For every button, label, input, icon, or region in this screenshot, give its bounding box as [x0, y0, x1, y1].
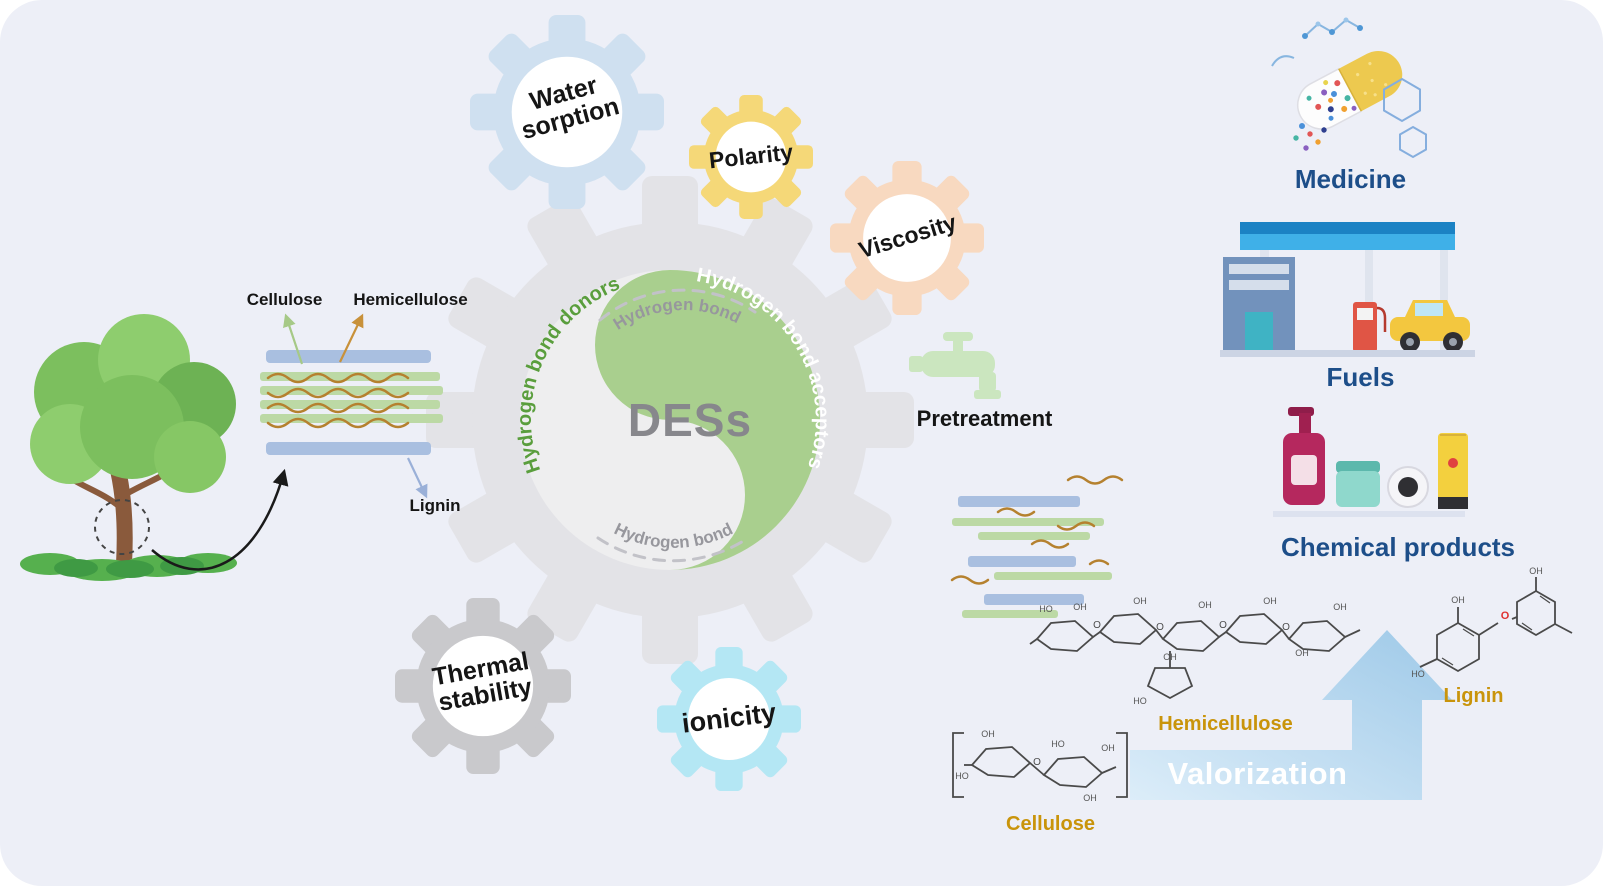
- svg-text:OH: OH: [1333, 602, 1347, 612]
- hemicellulose-pointer-arrow: [339, 313, 364, 363]
- deconstructed-biomass-panel: [950, 475, 1124, 618]
- medicine-label: Medicine: [1294, 164, 1407, 194]
- medicine-illustration: [1271, 17, 1427, 159]
- svg-text:OH: OH: [1198, 600, 1212, 610]
- ground: [1220, 350, 1475, 357]
- svg-text:HO: HO: [1039, 604, 1053, 614]
- molecule-chain: [1271, 17, 1363, 67]
- biomass-bars: [260, 350, 443, 455]
- biomass-hemicellulose-label: Hemicellulose: [353, 290, 468, 309]
- svg-text:OH: OH: [1295, 648, 1309, 658]
- left-bracket: [952, 732, 964, 798]
- cellulose-ring-oxygens: O: [1033, 757, 1041, 768]
- lignin-structure: O OH OH HO: [1411, 566, 1573, 679]
- station-building: [1223, 257, 1295, 352]
- cellulose-structure: O OH HO HO OH OH: [952, 729, 1128, 803]
- tree-illustration: [20, 314, 237, 581]
- canopy-top: [1240, 222, 1455, 234]
- svg-text:OH: OH: [1133, 596, 1147, 606]
- svg-text:OH: OH: [1263, 596, 1277, 606]
- hydrogen-bond-top-dashed-arc: [598, 288, 757, 322]
- faucet-icon: [909, 332, 1001, 399]
- cellulose-pointer-arrow: [283, 313, 304, 365]
- compact-jar: [1387, 466, 1429, 508]
- benzene-hexagons: [1383, 77, 1427, 159]
- svg-text:O: O: [1033, 757, 1041, 768]
- svg-text:OH: OH: [1101, 743, 1115, 753]
- svg-text:OH: OH: [1451, 595, 1465, 605]
- hemicellulose-structure: O O O O HO OH OH OH OH OH OH OH HO: [1029, 596, 1361, 706]
- hydrogen-bond-bottom-dashed-arc: [596, 536, 750, 563]
- cellulose-hydroxyls: OH HO HO OH OH: [955, 729, 1115, 803]
- yin-yang-green-half: [595, 270, 820, 570]
- svg-text:OH: OH: [1529, 566, 1543, 576]
- structure-lignin-label: Lignin: [1443, 685, 1504, 707]
- svg-text:OH: OH: [1073, 602, 1087, 612]
- biomass-strands: [266, 372, 410, 429]
- biomass-structure-panel: [260, 313, 443, 499]
- svg-text:OH: OH: [1083, 793, 1097, 803]
- svg-text:O: O: [1156, 622, 1164, 633]
- canopy: [1240, 234, 1455, 250]
- shelf: [1273, 511, 1465, 517]
- svg-text:HO: HO: [955, 771, 969, 781]
- fuel-station-illustration: [1220, 222, 1475, 357]
- lignin-pointer-arrow: [407, 457, 428, 499]
- cream-jar: [1336, 461, 1380, 507]
- free-strands: [950, 475, 1124, 585]
- svg-text:HO: HO: [1051, 739, 1065, 749]
- svg-text:O: O: [1093, 620, 1101, 631]
- right-bracket: [1116, 732, 1128, 798]
- valorization-arrow: [1130, 630, 1452, 800]
- biomass-lignin-label: Lignin: [409, 496, 461, 515]
- svg-text:HO: HO: [1411, 669, 1425, 679]
- valorization-label: Valorization: [1167, 756, 1348, 791]
- lignin-ether-oxygen: O: [1501, 610, 1510, 622]
- biomass-cellulose-label: Cellulose: [246, 290, 323, 309]
- spilled-granules: [1293, 123, 1327, 151]
- svg-text:O: O: [1282, 622, 1290, 633]
- fuel-dispenser: [1353, 302, 1387, 352]
- deconstructed-bars: [952, 496, 1112, 618]
- des-central-gear: Hydrogen bond donors Hydrogen bond accep…: [426, 176, 914, 664]
- pretreatment-label: Pretreatment: [916, 406, 1053, 431]
- trunk-zoom-dashed-circle: [94, 499, 150, 555]
- svg-text:O: O: [1219, 620, 1227, 631]
- capsule: [1297, 50, 1403, 130]
- structure-hemicellulose-label: Hemicellulose: [1158, 713, 1293, 735]
- capsule-speckles: [1356, 61, 1388, 97]
- des-title: DESs: [628, 394, 752, 446]
- svg-text:OH: OH: [1163, 652, 1177, 662]
- svg-text:OH: OH: [981, 729, 995, 739]
- chemical-products-illustration: [1273, 407, 1468, 517]
- svg-text:HO: HO: [1133, 696, 1147, 706]
- pump-bottle: [1283, 407, 1325, 505]
- tube: [1438, 433, 1468, 509]
- structure-cellulose-label: Cellulose: [1006, 813, 1095, 835]
- hemicellulose-hydroxyls: HO OH OH OH OH OH OH OH HO: [1039, 596, 1347, 706]
- lignin-hydroxyls: OH OH HO: [1411, 566, 1543, 679]
- capsule-granules: [1306, 80, 1357, 121]
- car: [1390, 300, 1470, 352]
- tree-canopy: [30, 314, 236, 493]
- chemical-products-label: Chemical products: [1280, 532, 1516, 562]
- hemicellulose-ring-oxygens: O O O O: [1093, 620, 1290, 633]
- fuels-label: Fuels: [1326, 362, 1395, 392]
